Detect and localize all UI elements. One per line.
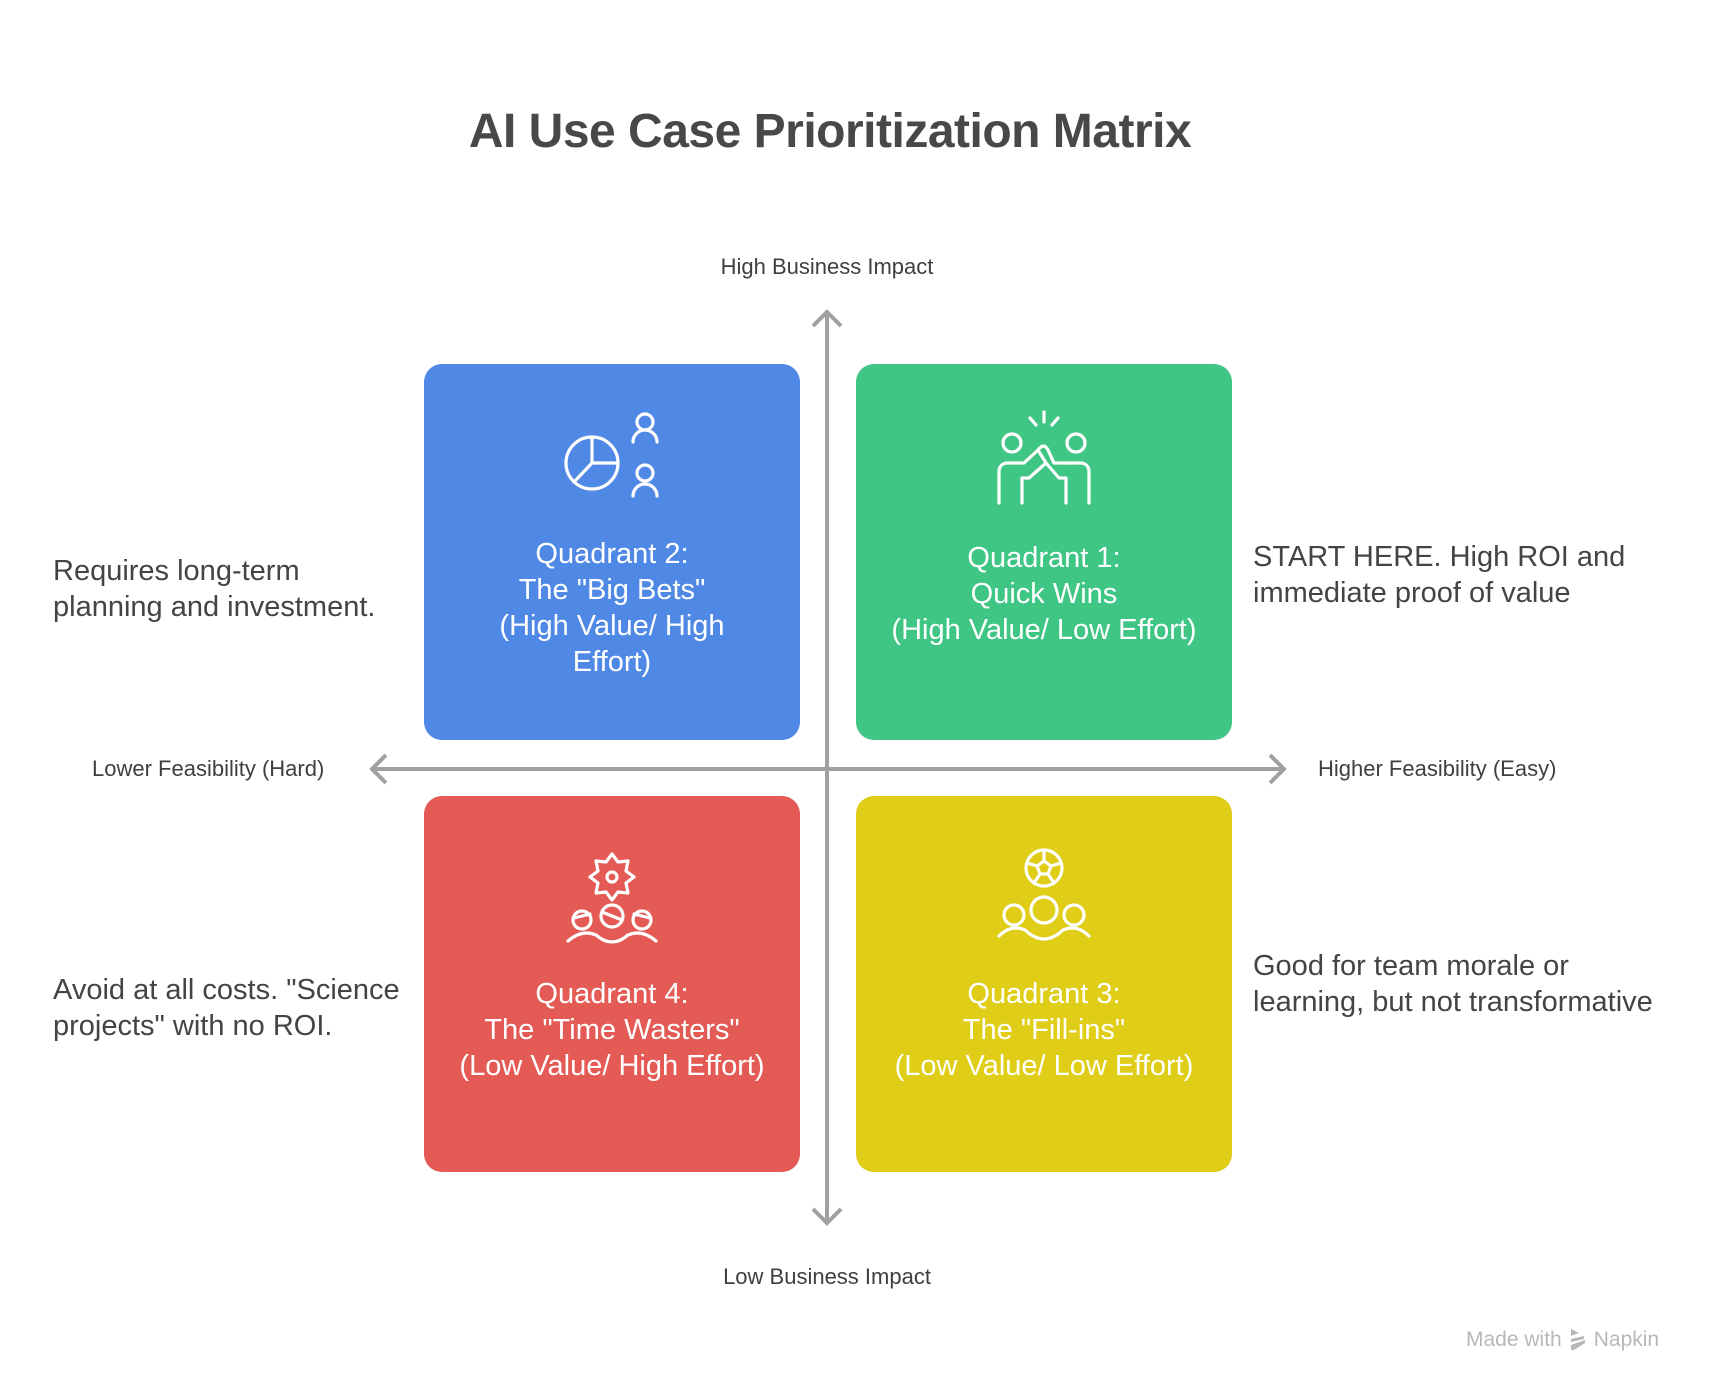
quadrant-1-label: Quadrant 1: Quick Wins (High Value/ Low … bbox=[891, 542, 1197, 646]
team-gear-icon bbox=[424, 848, 800, 946]
y-axis-top-label: High Business Impact bbox=[720, 254, 934, 279]
quadrant-2-label: Quadrant 2: The "Big Bets" (High Value/ … bbox=[499, 538, 725, 678]
page-title: AI Use Case Prioritization Matrix bbox=[468, 105, 1192, 158]
arrow-left-icon bbox=[369, 753, 388, 785]
quadrant-3-label: Quadrant 3: The "Fill-ins" (Low Value/ L… bbox=[894, 978, 1194, 1082]
quadrant-4-label: Quadrant 4: The "Time Wasters" (Low Valu… bbox=[459, 978, 765, 1082]
x-axis-right-label: Higher Feasibility (Easy) bbox=[1318, 756, 1557, 781]
pie-chart-people-icon bbox=[424, 410, 800, 506]
napkin-brand-text: Napkin bbox=[1593, 1328, 1660, 1351]
quadrant-3-note: Good for team morale or learning, but no… bbox=[1253, 950, 1653, 1018]
quadrant-2-note: Requires long-term planning and investme… bbox=[53, 555, 376, 623]
arrow-right-icon bbox=[1268, 753, 1287, 785]
quadrant-1-note: START HERE. High ROI and immediate proof… bbox=[1253, 541, 1626, 609]
arrow-down-icon bbox=[811, 1207, 843, 1226]
quadrant-1-card: Quadrant 1: Quick Wins (High Value/ Low … bbox=[856, 364, 1232, 740]
arrow-up-icon bbox=[811, 309, 843, 328]
made-with-text: Made with bbox=[1466, 1328, 1562, 1351]
x-axis-left-label: Lower Feasibility (Hard) bbox=[92, 756, 325, 781]
quadrant-2-card: Quadrant 2: The "Big Bets" (High Value/ … bbox=[424, 364, 800, 740]
team-ball-icon bbox=[856, 848, 1232, 944]
napkin-logo-icon bbox=[1570, 1329, 1585, 1350]
quadrant-4-note: Avoid at all costs. "Science projects" w… bbox=[53, 974, 400, 1042]
y-axis-bottom-label: Low Business Impact bbox=[723, 1264, 931, 1289]
high-five-icon bbox=[856, 408, 1232, 506]
made-with-napkin-badge[interactable]: Made with Napkin bbox=[1466, 1328, 1659, 1352]
quadrant-3-card: Quadrant 3: The "Fill-ins" (Low Value/ L… bbox=[856, 796, 1232, 1172]
quadrant-4-card: Quadrant 4: The "Time Wasters" (Low Valu… bbox=[424, 796, 800, 1172]
